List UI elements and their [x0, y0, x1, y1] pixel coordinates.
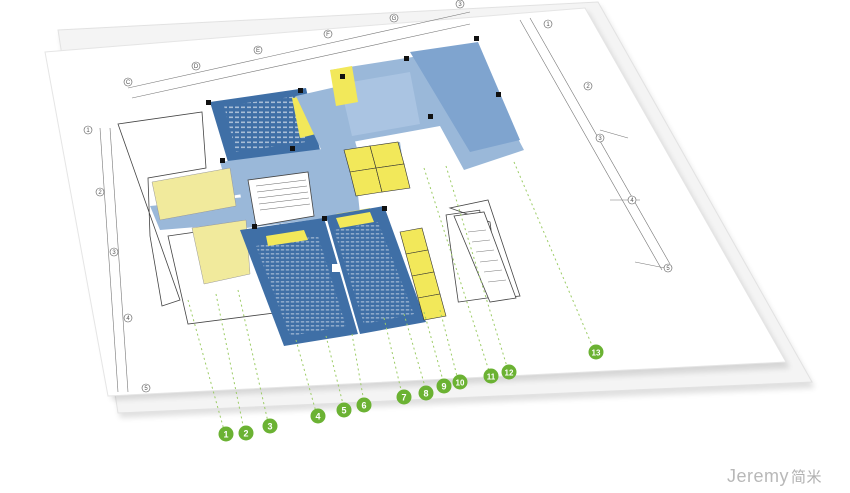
axis-label-left: 2 — [98, 190, 102, 196]
callout-number: 4 — [315, 412, 320, 422]
lobby-zone — [330, 42, 524, 170]
callout-number: 10 — [456, 379, 465, 388]
axis-label-top: G — [392, 16, 397, 22]
axis-label-top: F — [326, 32, 330, 38]
callout-circle — [238, 425, 254, 441]
axis-label-right: 1 — [546, 22, 550, 28]
left-axis-labels: 1 2 3 4 5 — [83, 125, 151, 393]
callout-number: 5 — [341, 406, 346, 416]
callout-circle — [501, 364, 517, 380]
top-axis-labels: C D E F G 3 — [123, 0, 465, 87]
callout-circle — [262, 418, 278, 434]
callout-circle — [588, 344, 604, 360]
restroom-zone — [151, 167, 251, 285]
callout-number: 12 — [505, 369, 514, 378]
axis-label-left: 3 — [112, 250, 116, 256]
dimension-lines — [99, 11, 671, 393]
callout-circle — [336, 402, 352, 418]
callout-number: 7 — [401, 393, 406, 403]
callout-circle — [452, 374, 468, 390]
callout-number: 3 — [267, 422, 272, 432]
axis-label-top: D — [194, 64, 199, 70]
axis-label-right: 5 — [666, 266, 670, 272]
right-axis-labels: 1 2 3 4 5 — [543, 19, 673, 273]
leader-lines — [187, 161, 595, 431]
callout-number: 6 — [361, 401, 366, 411]
callout-markers: 1 2 3 4 5 6 7 8 9 10 11 12 13 — [218, 344, 604, 442]
callout-circle — [436, 378, 452, 394]
axis-label-left: 4 — [126, 316, 130, 322]
axis-label-top: 3 — [458, 2, 462, 8]
grid-axis-labels: C D E F G 3 1 2 3 4 5 1 — [83, 0, 673, 393]
axis-label-left: 5 — [144, 386, 148, 392]
structural-columns — [206, 36, 501, 229]
axis-label-right: 3 — [598, 136, 602, 142]
callout-circle — [218, 426, 234, 442]
callout-number: 1 — [223, 430, 228, 440]
callout-number: 8 — [423, 389, 428, 399]
callout-number: 2 — [243, 429, 248, 439]
callout-circle — [396, 389, 412, 405]
callout-circle — [356, 397, 372, 413]
callout-circle — [310, 408, 326, 424]
axis-label-top: C — [126, 80, 131, 86]
yellow-rooms-column — [399, 227, 447, 321]
callout-circle — [418, 385, 434, 401]
stair-core — [247, 171, 315, 227]
callout-circle — [483, 368, 499, 384]
side-stair — [453, 211, 517, 303]
callout-number: 13 — [592, 349, 601, 358]
brand-latin: Jeremy — [726, 466, 789, 486]
lower-lecture-halls — [240, 206, 426, 346]
callout-number: 9 — [441, 382, 446, 392]
callout-number: 11 — [487, 373, 496, 382]
axis-label-right: 4 — [630, 198, 634, 204]
brand-chinese: 简米 — [790, 468, 822, 486]
axis-label-right: 2 — [586, 84, 590, 90]
axis-label-left: 1 — [86, 128, 90, 134]
axis-label-top: E — [256, 48, 260, 54]
